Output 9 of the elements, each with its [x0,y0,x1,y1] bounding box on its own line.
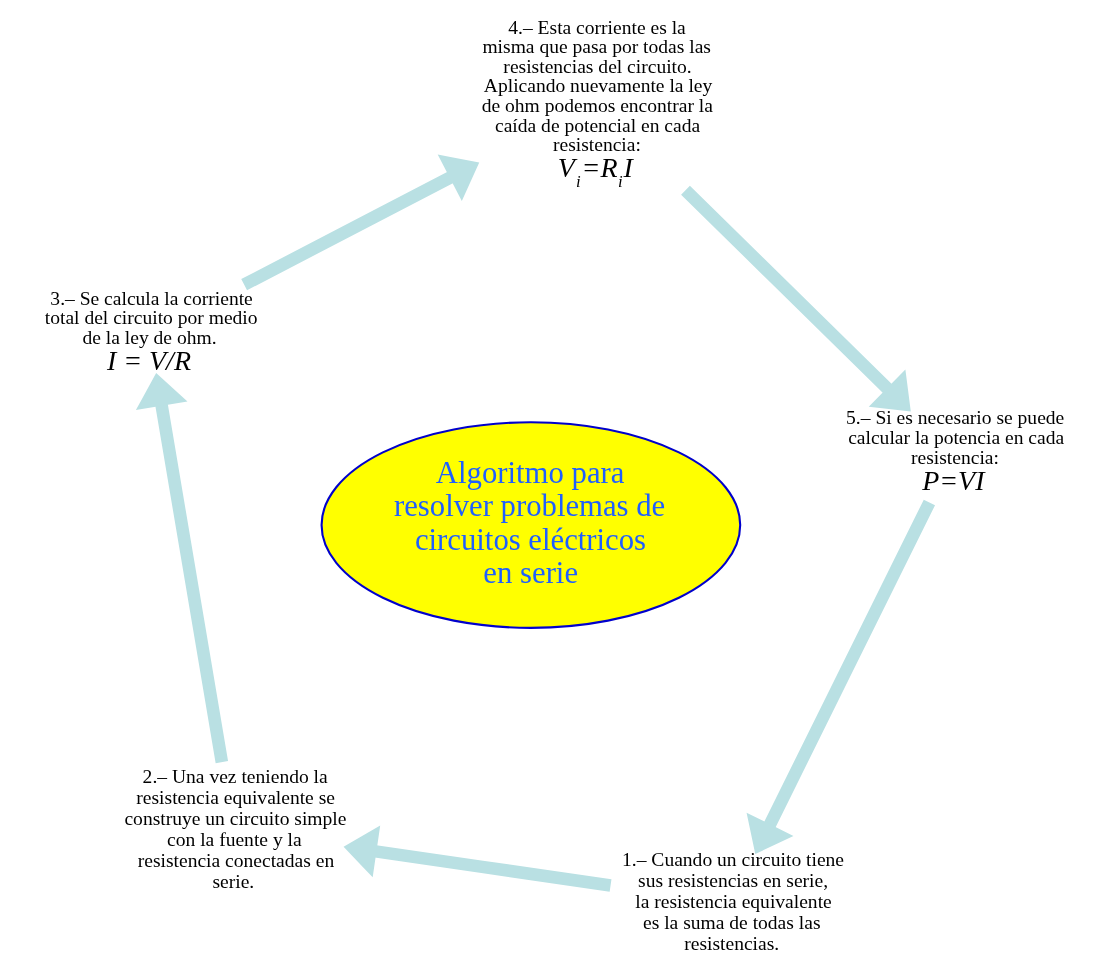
arrow [241,154,480,291]
node-text: 1.– Cuando un circuito tiene sus resistencias en serie, la resistencia equivalente es la suma de todas las resistencias. [622,849,845,955]
arrow [681,185,911,412]
arrow [343,825,612,892]
arrow [746,499,936,855]
node-text: 3.– Se calcula la corriente total del circuito por medio de la ley de ohm. [44,287,258,348]
node-ellipse: Algoritmo para resolver problemas de circuitos eléctricos en serie [320,421,742,629]
arrow [135,373,229,764]
node-text: 2.– Una vez teniendo la resistencia equivalente se construye un circuito simple con la fuente y la resistencia conectadas en serie. [124,766,347,893]
